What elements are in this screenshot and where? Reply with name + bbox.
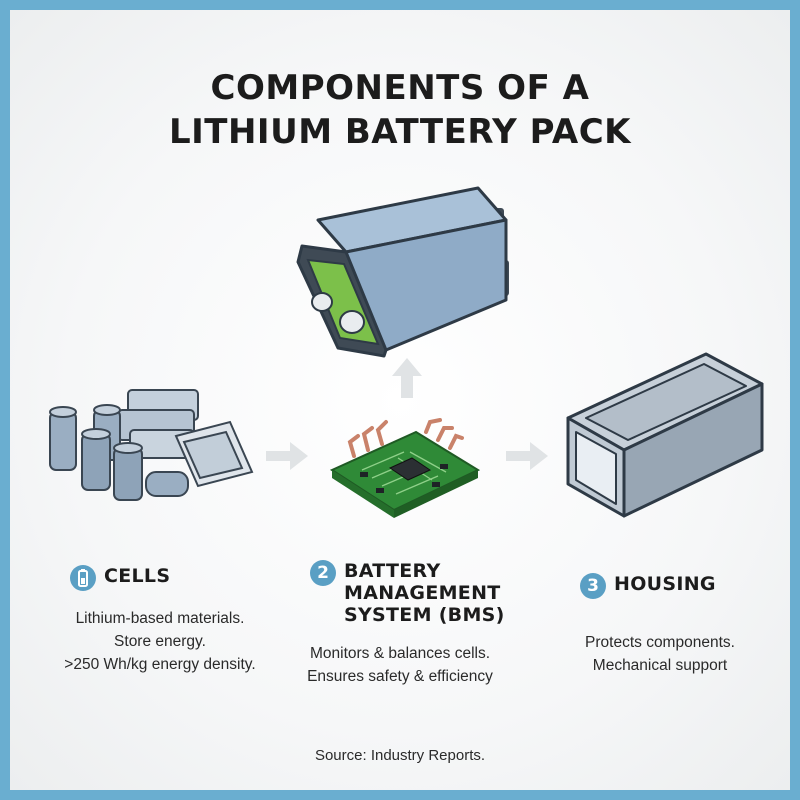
housing-desc-line: Protects components. xyxy=(585,634,735,651)
housing-illustration xyxy=(566,352,764,518)
bms-label-line: MANAGEMENT xyxy=(344,582,501,604)
bms-label-line: BATTERY xyxy=(344,560,441,582)
source-note: Source: Industry Reports. xyxy=(314,747,486,764)
arrow-up-icon xyxy=(392,358,422,398)
diagram-canvas: COMPONENTS OF A LITHIUM BATTERY PACK xyxy=(10,10,790,790)
cells-desc-line: Lithium-based materials. xyxy=(75,610,245,627)
bms-description: Monitors & balances cells. Ensures safet… xyxy=(280,642,520,688)
cells-label: CELLS xyxy=(104,565,171,587)
cells-description: Lithium-based materials. Store energy. >… xyxy=(30,607,290,676)
battery-icon xyxy=(70,565,96,591)
housing-label: HOUSING xyxy=(614,573,716,595)
bms-heading: 2 BATTERY MANAGEMENT SYSTEM (BMS) xyxy=(310,560,505,626)
cells-illustration xyxy=(49,389,254,501)
housing-desc-line: Mechanical support xyxy=(592,657,728,674)
arrow-right-icon-1 xyxy=(266,442,308,470)
cells-desc-line: Store energy. xyxy=(114,633,206,650)
number-badge-2: 2 xyxy=(310,560,336,586)
title-line-2: LITHIUM BATTERY PACK xyxy=(168,112,632,152)
bms-board-illustration xyxy=(329,418,481,518)
bms-label: BATTERY MANAGEMENT SYSTEM (BMS) xyxy=(344,560,505,626)
housing-heading: 3 HOUSING xyxy=(580,573,716,599)
page-title: COMPONENTS OF A LITHIUM BATTERY PACK xyxy=(10,66,790,154)
cells-desc-line: >250 Wh/kg energy density. xyxy=(64,656,256,673)
battery-pack-illustration xyxy=(296,186,509,358)
number-badge-3: 3 xyxy=(580,573,606,599)
title-line-1: COMPONENTS OF A xyxy=(210,68,590,108)
arrow-right-icon-2 xyxy=(506,442,548,470)
bms-desc-line: Monitors & balances cells. xyxy=(309,645,491,662)
housing-description: Protects components. Mechanical support xyxy=(550,631,770,677)
bms-desc-line: Ensures safety & efficiency xyxy=(307,668,493,685)
bms-label-line: SYSTEM (BMS) xyxy=(344,604,505,626)
cells-heading: CELLS xyxy=(70,565,170,591)
